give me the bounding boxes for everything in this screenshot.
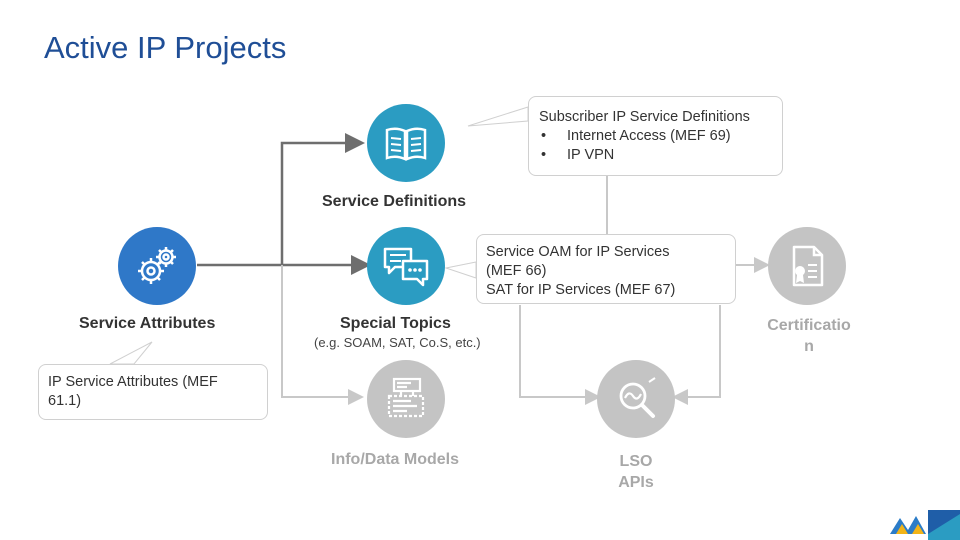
service-attributes-callout: IP Service Attributes (MEF 61.1) (38, 364, 268, 420)
callout-tail-special-topics (444, 261, 477, 279)
data-model-icon (387, 377, 425, 418)
list-item: • Internet Access (MEF 69) (539, 127, 772, 146)
page-title: Active IP Projects (44, 30, 287, 65)
certificate-icon (792, 245, 824, 287)
bullet-glyph: • (541, 128, 547, 145)
special-topics-callout: Service OAM for IP Services (MEF 66) SAT… (476, 234, 736, 304)
callout-line: SAT for IP Services (MEF 67) (486, 282, 676, 299)
info-data-models-label: Info/Data Models (331, 451, 460, 468)
service-attributes-node (118, 227, 196, 305)
lso-apis-label: LSO APIs (600, 451, 672, 493)
gears-icon (138, 247, 176, 284)
callout-line: (MEF 66) (486, 263, 547, 280)
service-definitions-callout: Subscriber IP Service Definitions • Inter… (528, 96, 783, 176)
book-icon (385, 127, 427, 161)
mef-logo-icon (890, 510, 960, 540)
bullet-glyph: • (541, 147, 547, 164)
api-search-icon (619, 377, 656, 418)
chat-icon (383, 247, 429, 287)
label-line: n (804, 338, 814, 355)
callout-heading: Subscriber IP Service Definitions (539, 109, 750, 125)
certification-label: Certificatio n (762, 315, 856, 357)
special-topics-label: Special Topics (340, 315, 451, 332)
label-line: Certificatio (767, 317, 851, 334)
callout-tail-attributes (109, 341, 153, 365)
callout-line: IP Service Attributes (MEF (48, 374, 218, 390)
special-topics-node (367, 227, 445, 305)
bullet-text: IP VPN (567, 147, 615, 164)
label-line: APIs (618, 474, 654, 491)
callout-line: 61.1) (48, 393, 82, 410)
certification-node (768, 227, 846, 305)
service-definitions-node (367, 104, 445, 182)
connector-branch-to-lso (519, 305, 601, 405)
callout-tail-definitions (467, 106, 529, 127)
connector-to-lso (672, 305, 721, 405)
list-item: • IP VPN (539, 146, 772, 165)
special-topics-sublabel: (e.g. SOAM, SAT, Co.S, etc.) (314, 335, 481, 350)
connector-attributes-to-definitions (280, 133, 365, 265)
bullet-text: Internet Access (MEF 69) (567, 128, 731, 145)
info-data-models-node (367, 360, 445, 438)
label-line: LSO (619, 453, 653, 470)
callout-line: Service OAM for IP Services (486, 244, 670, 260)
lso-apis-node (597, 360, 675, 438)
callout-bullet-list: • Internet Access (MEF 69) • IP VPN (539, 127, 772, 165)
service-definitions-label: Service Definitions (322, 193, 467, 210)
connector-attributes-to-info-models (281, 265, 364, 405)
service-attributes-label: Service Attributes (79, 315, 216, 332)
